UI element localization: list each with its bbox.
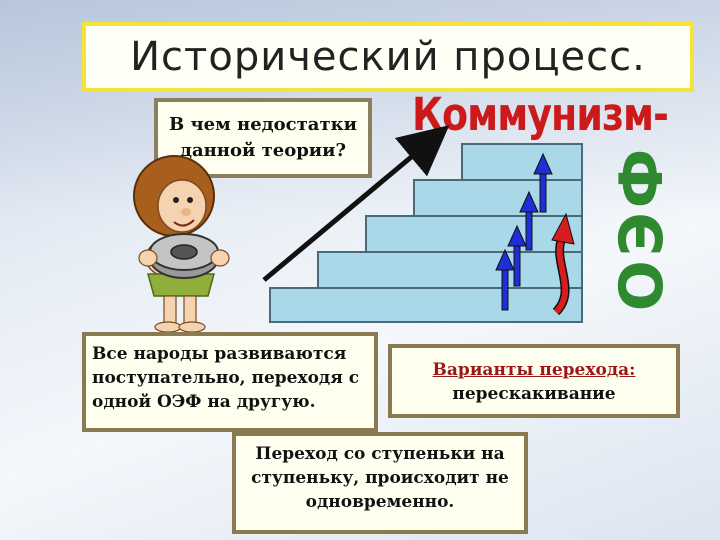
up-arrow-icon	[507, 224, 527, 287]
note-non-simultaneous: Переход со ступеньки на ступеньку, проис…	[232, 432, 528, 534]
transition-variants-heading: Варианты перехода:	[432, 360, 636, 380]
question-line-1: В чем недостатки	[169, 114, 357, 135]
stair-step-1	[269, 287, 583, 323]
stair-step-5	[461, 143, 583, 181]
stair-step-3	[365, 215, 583, 253]
stair-step-4	[413, 179, 583, 217]
stair-step-2	[317, 251, 583, 289]
note-progressive-development: Все народы развиваются поступательно, пе…	[82, 332, 378, 432]
question-box: В чем недостатки данной теории?	[154, 98, 372, 178]
up-arrow-icon	[495, 248, 515, 311]
stairs-group	[269, 143, 583, 323]
transition-variants-body: перескакивание	[452, 384, 616, 404]
stone-wheel-icon	[149, 233, 219, 279]
up-arrow-icon	[533, 152, 553, 213]
curved-arrow-icon	[551, 212, 575, 316]
caveman-illustration	[133, 155, 230, 333]
progress-diagonal-arrow	[262, 125, 450, 282]
slide-title: Исторический процесс.	[130, 34, 646, 80]
title-box: Исторический процесс.	[82, 22, 694, 92]
up-arrow-icon	[519, 190, 539, 251]
note-transition-variants: Варианты перехода: перескакивание	[388, 344, 680, 418]
communism-label: Коммунизм-	[412, 88, 669, 141]
question-line-2: данной теории?	[179, 140, 347, 161]
